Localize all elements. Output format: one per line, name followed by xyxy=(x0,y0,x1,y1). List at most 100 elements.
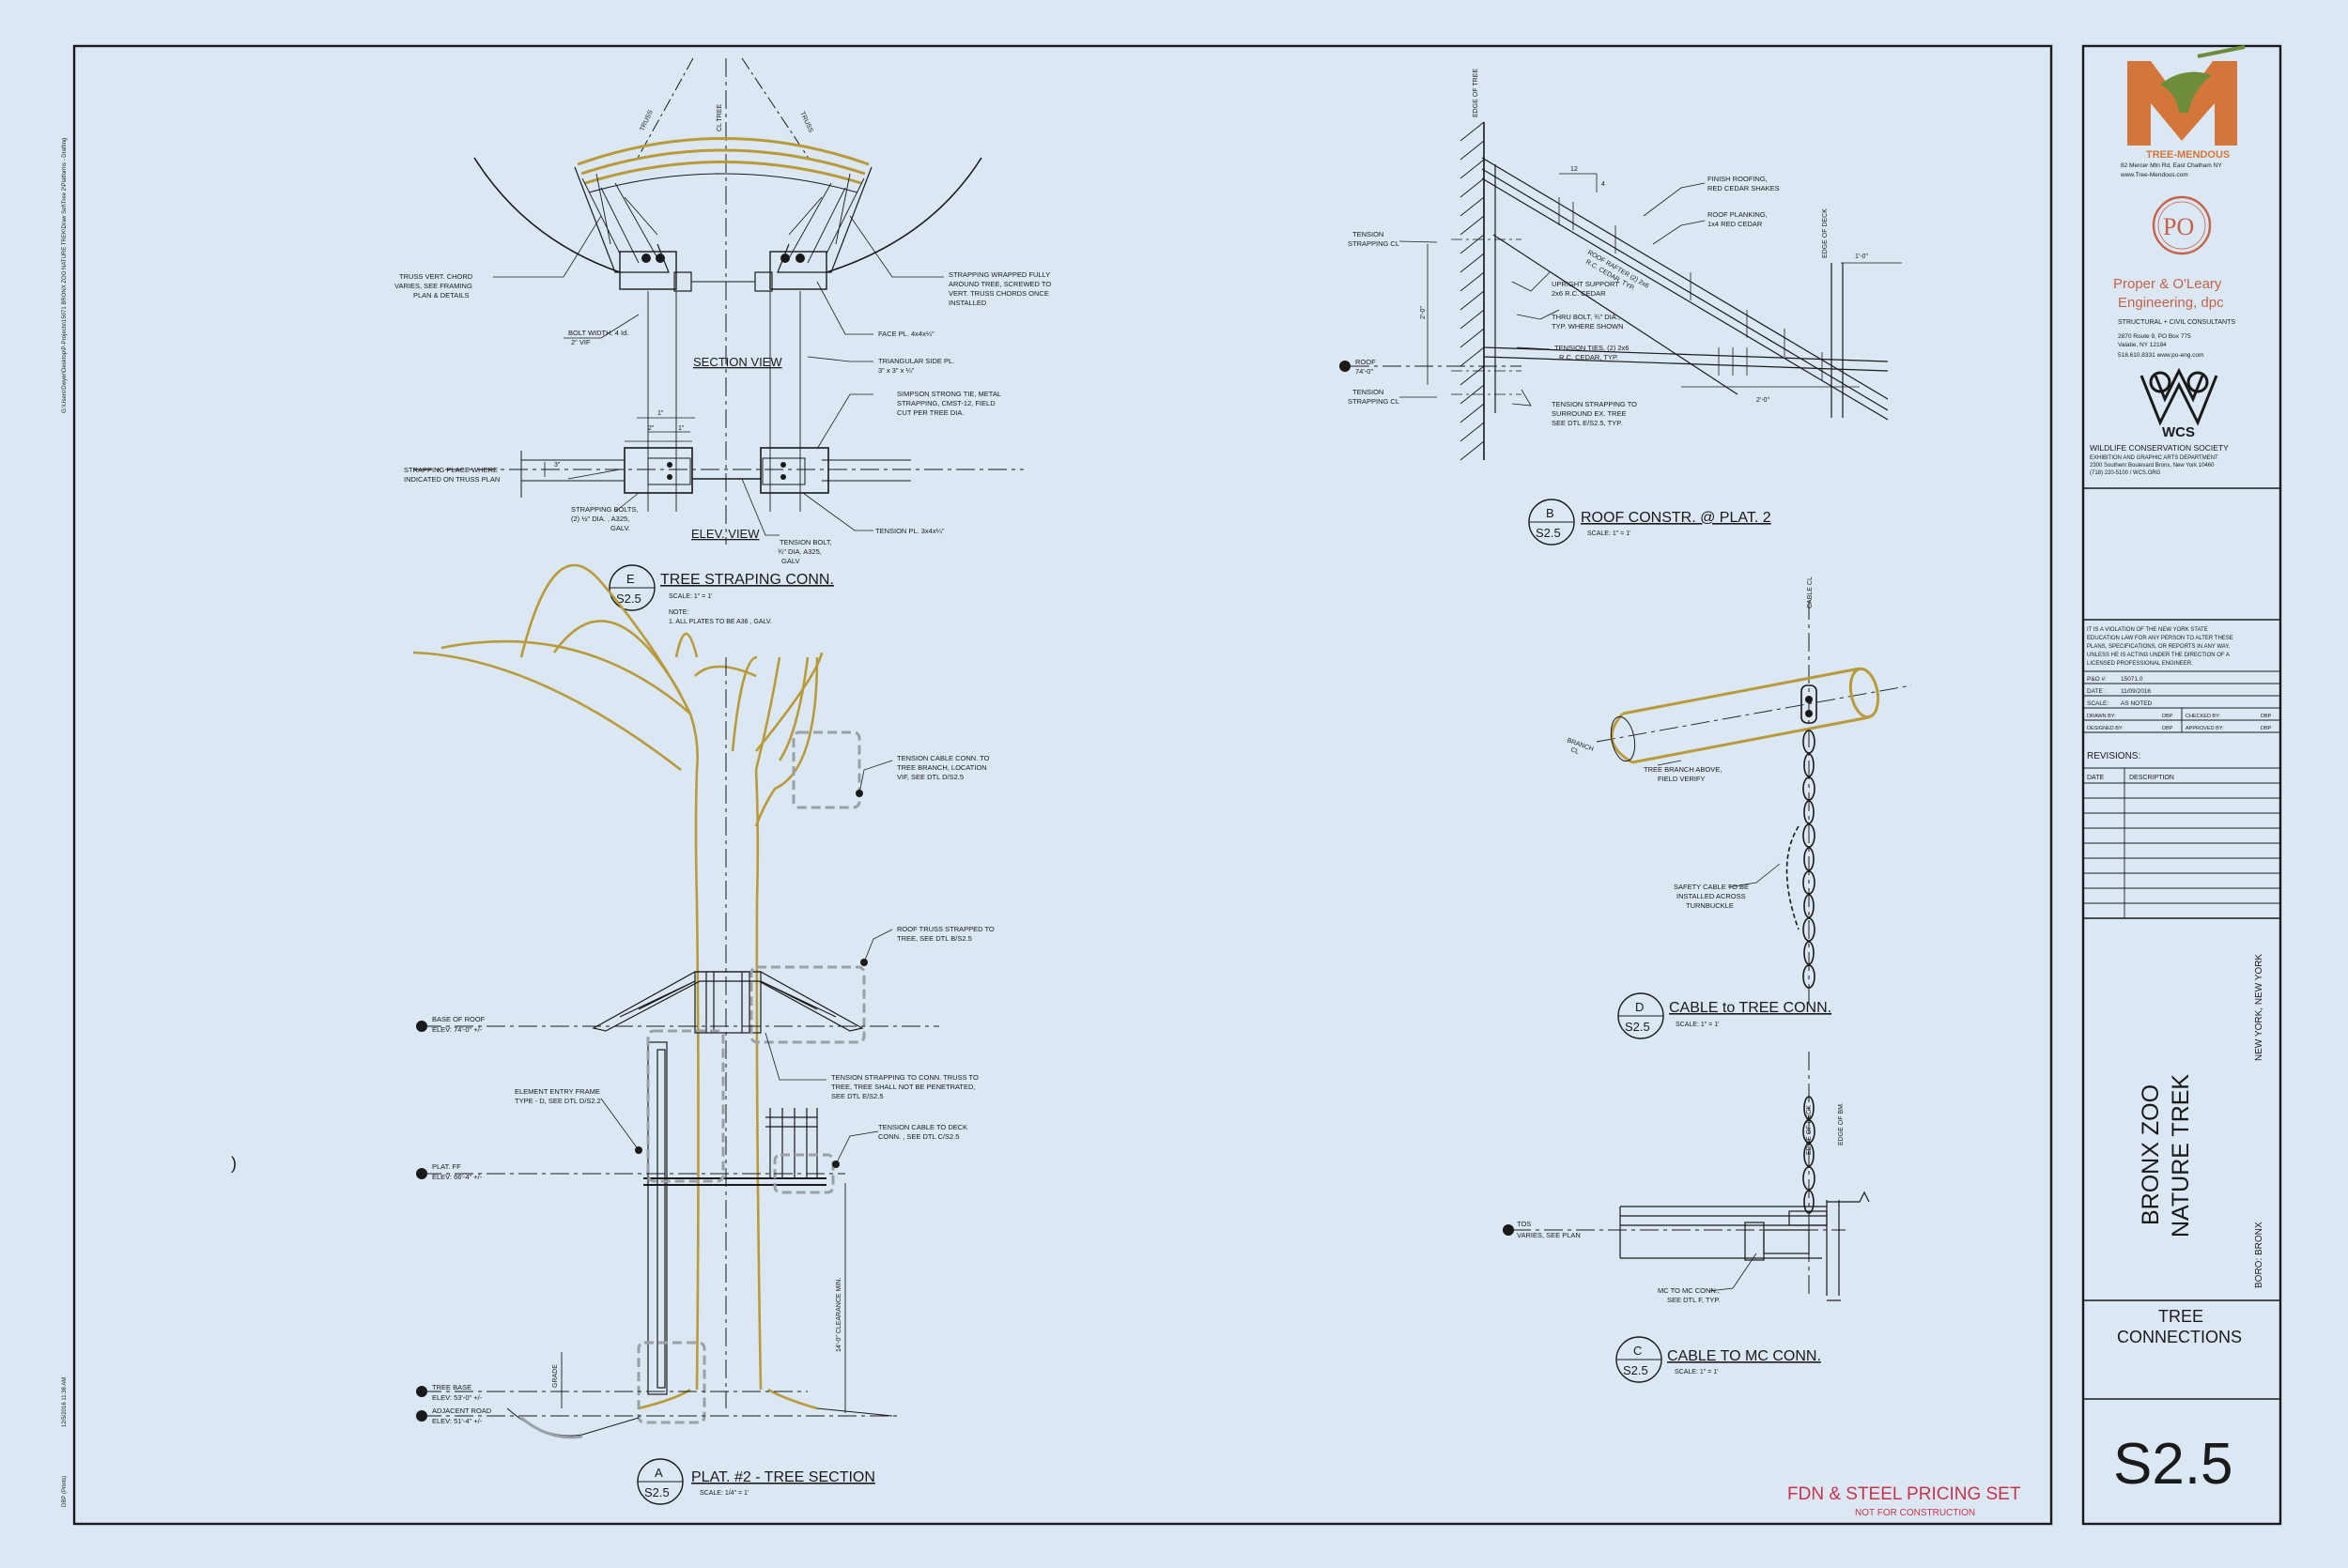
e-tension-bolt-2: ¾" DIA. A325, xyxy=(778,547,822,556)
e-axis-tree: CL TREE xyxy=(717,103,723,131)
wcs-dept: EXHIBITION AND GRAPHIC ARTS DEPARTMENT xyxy=(2090,455,2218,461)
margin-plotter: DBP (Prints) xyxy=(62,1476,68,1507)
e-strap-bolts-1: STRAPPING BOLTS, xyxy=(571,505,639,514)
not-for-construction-stamp: NOT FOR CONSTRUCTION xyxy=(1855,1508,1975,1518)
wcs-logo-mark xyxy=(2139,367,2218,426)
d-detail-scale: SCALE: 1" = 1' xyxy=(1676,1022,1719,1028)
a-plat-1: PLAT. FF xyxy=(432,1162,461,1171)
e-triangular-1: TRIANGULAR SIDE PL. xyxy=(878,357,954,365)
detail-b-roof-construction: EDGE OF TREE EDGE OF DECK FINISH ROOFING… xyxy=(1339,69,1902,546)
po-name-2: Engineering, dpc xyxy=(2118,295,2224,311)
a-tension-strap-3: SEE DTL E/S2.5 xyxy=(831,1092,884,1100)
a-tension-cable-3: VIF, SEE DTL D/S2.5 xyxy=(897,773,964,781)
d-detail-title: CABLE to TREE CONN. xyxy=(1669,1000,1831,1016)
a-detail-letter: A xyxy=(655,1466,663,1480)
approved-by-label: APPROVED BY: xyxy=(2186,726,2224,731)
b-edge-tree: EDGE OF TREE xyxy=(1473,69,1479,117)
e-simpson-3: CUT PER TREE DIA. xyxy=(897,408,964,417)
d-safety-2: INSTALLED ACROSS xyxy=(1676,892,1746,900)
d-branch-above-2: FIELD VERIFY xyxy=(1658,775,1705,783)
date-value: 11/09/2016 xyxy=(2121,688,2151,695)
sheet-number: S2.5 xyxy=(2113,1432,2233,1497)
c-edge-bm: EDGE OF BM. xyxy=(1838,1102,1845,1145)
c-detail-letter: C xyxy=(1633,1344,1642,1358)
e-truss-vert-1: TRUSS VERT. CHORD xyxy=(399,272,473,281)
e-strap-wrap-3: VERT. TRUSS CHORDS ONCE xyxy=(949,289,1049,298)
b-tension-1: TENSION xyxy=(1352,230,1383,238)
a-element-entry-1: ELEMENT ENTRY FRAME xyxy=(515,1087,600,1096)
d-detail-letter: D xyxy=(1635,1000,1644,1014)
b-planking-1: ROOF PLANKING, xyxy=(1707,210,1768,219)
b-finish-roof-1: FINISH ROOFING, xyxy=(1707,175,1768,183)
a-detail-title: PLAT. #2 - TREE SECTION xyxy=(691,1469,875,1485)
a-tension-cable-2: TREE BRANCH, LOCATION xyxy=(897,763,987,772)
detail-c-cable-to-mc: EDGE OF DECK EDGE OF BM. TOS VARIES, SEE… xyxy=(1503,1052,1870,1383)
checked-by: DBP xyxy=(2261,714,2272,719)
e-note: 1. ALL PLATES TO BE A36 , GALV. xyxy=(669,619,772,625)
b-upright-2: 2x6 R.C. CEDAR xyxy=(1552,289,1606,298)
c-edge-deck: EDGE OF DECK xyxy=(1806,1105,1813,1155)
e-detail-title: TREE STRAPING CONN. xyxy=(660,572,834,588)
a-detail-sheet: S2.5 xyxy=(644,1485,670,1499)
project-name-2: NATURE TREK xyxy=(2168,1074,2194,1237)
a-base-roof-2: ELEV: 74'-0" +/- xyxy=(432,1025,483,1034)
c-tos-1: TOS xyxy=(1517,1220,1531,1228)
a-clearance: 14'-0" CLEARANCE MIN. xyxy=(836,1278,842,1352)
project-location: NEW YORK, NEW YORK xyxy=(2254,954,2264,1061)
d-safety-3: TURNBUCKLE xyxy=(1686,901,1734,910)
b-tension-2: STRAPPING CL xyxy=(1348,239,1399,248)
b-ties-2: R.C. CEDAR, TYP. xyxy=(1559,353,1618,361)
e-strap-place-1: STRAPPING PLACE WHERE xyxy=(404,466,498,474)
po-name-1: Proper & O'Leary xyxy=(2113,276,2222,292)
b-dim-4: 4 xyxy=(1601,181,1605,188)
a-tree-base-2: ELEV: 53'-0" +/- xyxy=(432,1393,483,1402)
b-roof-2: 74'-0" xyxy=(1355,367,1373,376)
e-detail-sheet: S2.5 xyxy=(616,592,641,606)
e-strap-place-2: INDICATED ON TRUSS PLAN xyxy=(404,475,500,484)
e-bolt-width-2: 2" VIF xyxy=(571,338,591,346)
margin-plot-date: 12/5/2016 11:36 AM xyxy=(62,1377,68,1427)
d-branch-2: CL xyxy=(1569,746,1580,756)
drawn-by-label: DRAWN BY: xyxy=(2087,714,2116,719)
e-dim-2: 2" xyxy=(648,425,655,432)
detail-e-tree-strapping: TRUSS CL TREE TRUSS TRUSS VERT. CHORD VA… xyxy=(394,57,1051,625)
approved-by: DBP xyxy=(2261,726,2272,731)
b-surround-1: TENSION STRAPPING TO xyxy=(1552,400,1637,408)
legal-line-3: PLANS, SPECIFICATIONS, OR REPORTS IN ANY… xyxy=(2087,644,2231,650)
e-strap-wrap-2: AROUND TREE, SCREWED TO xyxy=(949,280,1051,288)
e-axis-truss-left: TRUSS xyxy=(639,109,655,132)
e-bolt-width-1: BOLT WIDTH, 4 Id. xyxy=(568,329,628,337)
e-strap-wrap-1: STRAPPING WRAPPED FULLY xyxy=(949,270,1050,279)
e-truss-vert-2: VARIES, SEE FRAMING xyxy=(394,282,472,290)
legal-line-4: UNLESS HE IS ACTING UNDER THE DIRECTION … xyxy=(2087,653,2230,658)
a-base-roof-1: BASE OF ROOF xyxy=(432,1015,486,1023)
date-label: DATE : xyxy=(2087,688,2107,695)
po-phone: 518.610.8331 www.po-eng.com xyxy=(2118,352,2203,359)
e-detail-scale: SCALE: 1" = 1' xyxy=(669,593,712,600)
wcs-address: 2300 Southern Boulevard Bronx, New York … xyxy=(2090,463,2215,469)
b-finish-roof-2: RED CEDAR SHAKES xyxy=(1707,184,1780,192)
margin-file-path: G:\Users\Dwyer\Desktop\P-Projects\15071 … xyxy=(62,138,68,413)
detail-a-tree-section: 14'-0" CLEARANCE MIN. GRADE BASE OF ROOF… xyxy=(412,563,995,1505)
c-detail-sheet: S2.5 xyxy=(1623,1363,1648,1377)
designed-by-label: DESIGNED BY: xyxy=(2087,726,2124,731)
section-cut-mark: ) xyxy=(231,1154,237,1173)
b-upright-1: UPRIGHT SUPPORT xyxy=(1552,280,1619,288)
po-address-2: Valatie, NY 12184 xyxy=(2118,342,2167,348)
po-subtitle: STRUCTURAL + CIVIL CONSULTANTS xyxy=(2118,319,2235,326)
rev-desc-col: DESCRIPTION xyxy=(2129,775,2174,781)
scale-label: SCALE: xyxy=(2087,700,2109,707)
b-dim-2-0b: 2'-0" xyxy=(1420,306,1427,319)
c-tos-2: VARIES, SEE PLAN xyxy=(1517,1231,1581,1239)
e-detail-letter: E xyxy=(626,572,635,586)
a-element-entry-2: TYPE - D, SEE DTL D/S2.2 xyxy=(515,1097,601,1105)
wcs-logo: WCS xyxy=(2162,424,2195,440)
e-strap-bolts-3: GALV. xyxy=(610,524,630,532)
a-road-1: ADJACENT ROAD xyxy=(432,1407,492,1415)
e-dim-1b: 1" xyxy=(678,425,685,432)
project-boro: BORO: BRONX xyxy=(2254,1222,2264,1288)
e-elev-view-label: ELEV. VIEW xyxy=(691,527,760,541)
a-roof-truss-2: TREE, SEE DTL B/S2.5 xyxy=(897,934,972,943)
sheet-title-2: CONNECTIONS xyxy=(2117,1328,2242,1346)
